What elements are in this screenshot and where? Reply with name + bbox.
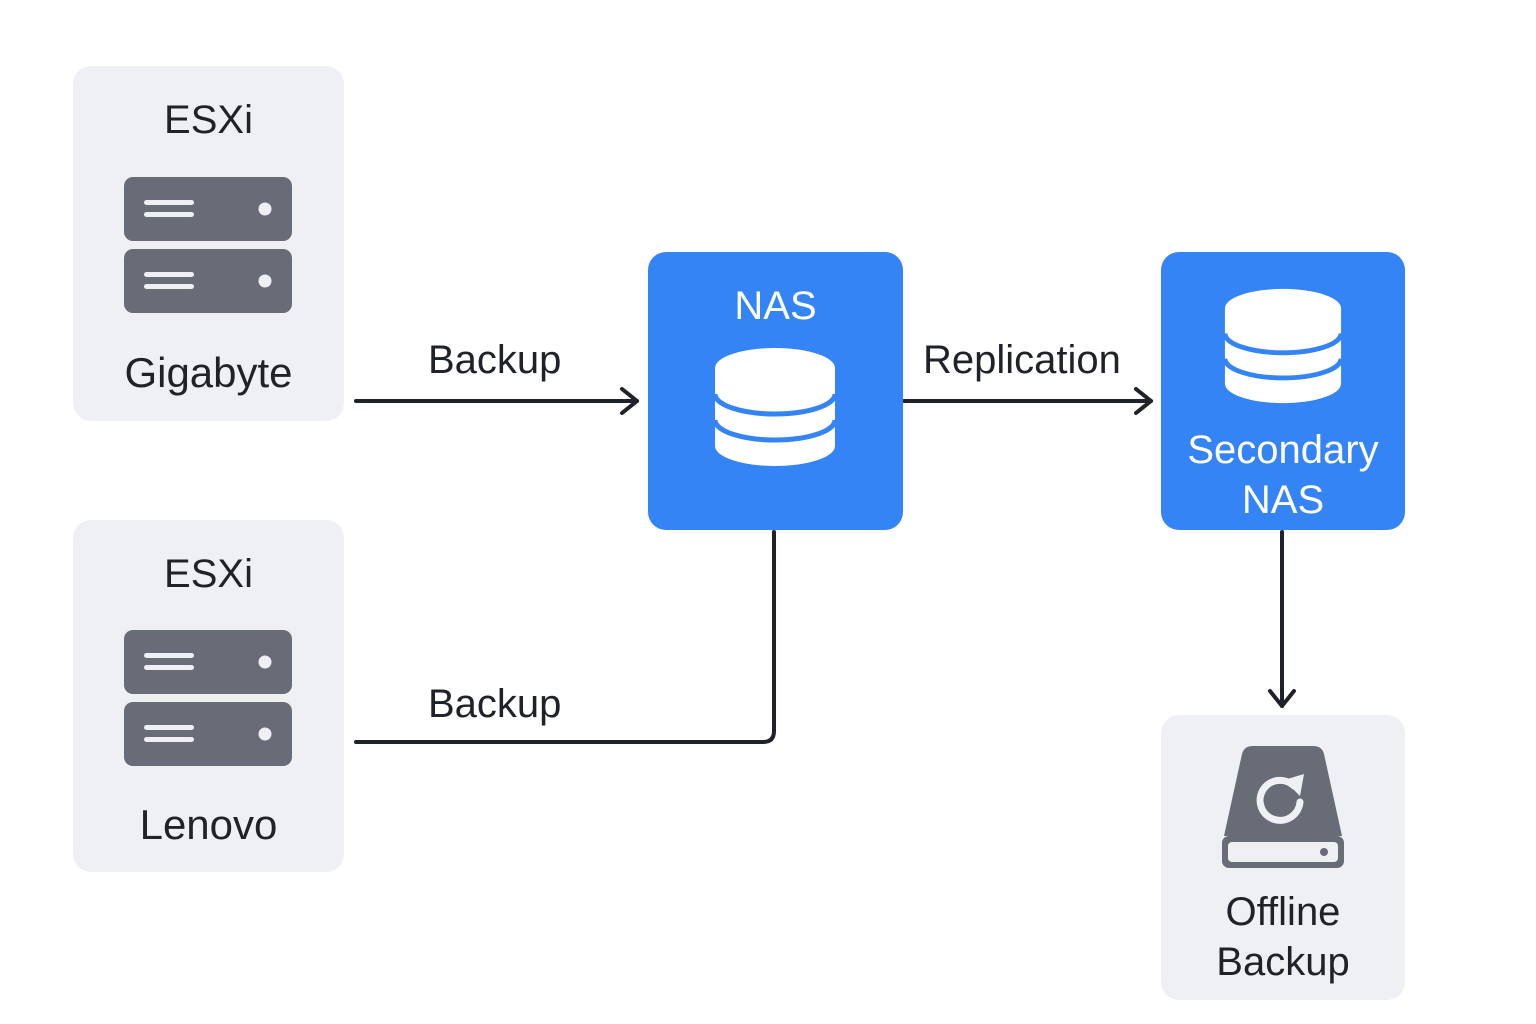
node-esxi-lenovo[interactable]: ESXi Lenovo [73, 520, 344, 872]
node-label: Offline Backup [1161, 887, 1405, 987]
server-rack-icon [124, 177, 292, 313]
node-label: Secondary NAS [1161, 425, 1405, 525]
edge-label-replication: Replication [923, 338, 1121, 382]
node-secondary-nas[interactable]: Secondary NAS [1161, 252, 1405, 530]
node-label-line1: Secondary [1187, 428, 1379, 472]
edge-gigabyte-to-nas [354, 387, 639, 415]
node-label-line2: Backup [1216, 940, 1350, 984]
node-label: Gigabyte [124, 349, 293, 396]
drive-sync-icon [1222, 746, 1344, 868]
edge-label-backup-gigabyte: Backup [428, 338, 562, 382]
edge-label-backup-lenovo: Backup [428, 682, 562, 726]
node-label: Lenovo [139, 801, 278, 848]
node-nas[interactable]: NAS [648, 252, 903, 530]
database-icon [1223, 288, 1343, 404]
edge-lenovo-to-nas [354, 530, 776, 744]
node-label-line2: NAS [1241, 478, 1325, 522]
database-icon [713, 348, 837, 466]
edge-nas-to-secondary-nas [902, 387, 1153, 415]
node-esxi-gigabyte[interactable]: ESXi Gigabyte [73, 66, 344, 421]
node-offline-backup[interactable]: Offline Backup [1161, 715, 1405, 1000]
edge-secondary-to-offline [1268, 530, 1296, 708]
node-label-line1: Offline [1225, 890, 1341, 934]
server-rack-icon [124, 630, 292, 766]
node-title: ESXi [164, 552, 253, 596]
node-title: ESXi [164, 98, 253, 142]
node-title: NAS [734, 284, 817, 328]
